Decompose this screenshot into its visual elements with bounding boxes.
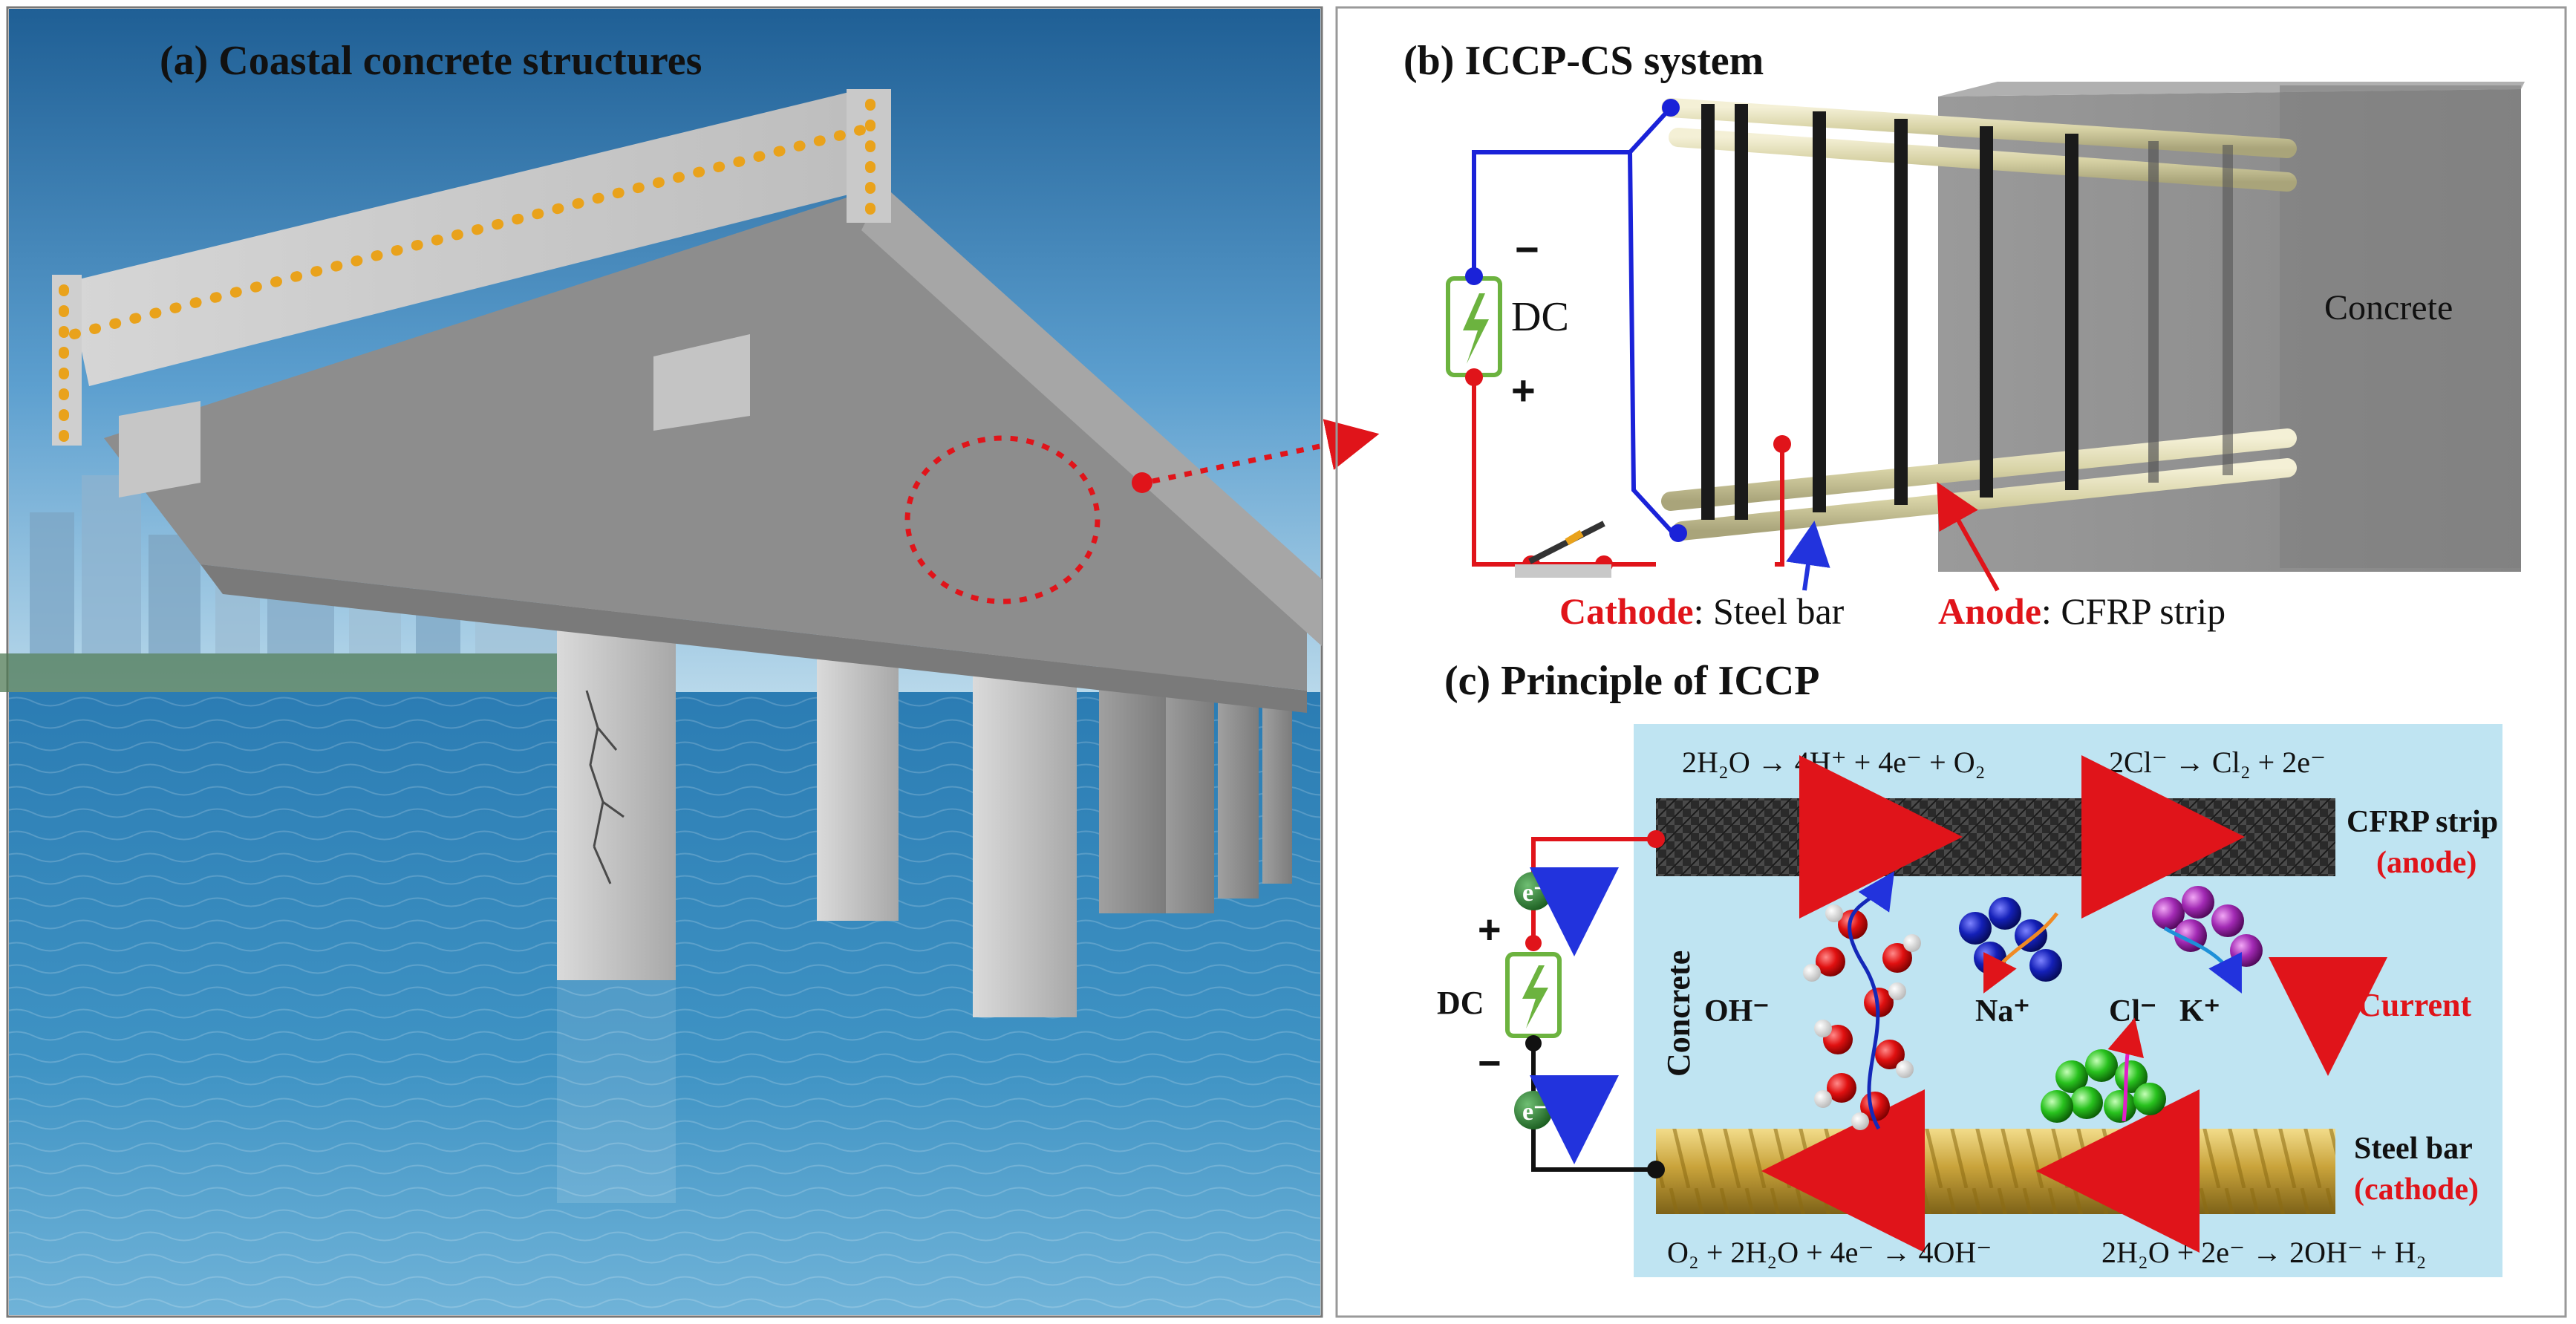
- pier-reflection: [557, 980, 676, 1203]
- cfrp-label: CFRP strip: [2347, 805, 2498, 839]
- positive-node-1: [1465, 368, 1483, 386]
- rebar-cage: [1661, 98, 2297, 541]
- electron-top-label: e⁻: [1522, 879, 1547, 907]
- anode-rest: : CFRP strip: [2041, 590, 2226, 632]
- electron-top: e⁻: [1514, 872, 1553, 910]
- minus-sign: −: [1515, 226, 1539, 273]
- panel-c-title: (c) Principle of ICCP: [1444, 658, 1819, 704]
- zoom-callout-dot: [1132, 472, 1152, 493]
- panel-a-title: (a) Coastal concrete structures: [160, 38, 702, 84]
- pier-cracks: [585, 690, 625, 884]
- cathode-caption: Cathode: Steel bar: [1559, 590, 1845, 632]
- panel-c-principle-of-iccp: (c) Principle of ICCP 2H₂O → 4H⁺ + 4e⁻ +…: [1437, 658, 2502, 1277]
- pier-far-4: [1218, 676, 1259, 899]
- k-label: K⁺: [2179, 994, 2220, 1028]
- dc-label: DC: [1511, 294, 1569, 340]
- panel-b-iccp-cs-system: (b) ICCP-CS system Concrete DC − +: [1335, 6, 2567, 1318]
- positive-wire-2: [1775, 446, 1784, 567]
- cfrp-strip: [1656, 798, 2335, 876]
- positive-node-2: [1773, 435, 1791, 453]
- panel-b-title: (b) ICCP-CS system: [1403, 38, 1764, 84]
- electron-bottom: e⁻: [1514, 1091, 1553, 1129]
- electron-bottom-label: e⁻: [1522, 1098, 1547, 1126]
- steel-bar-pointer: [1786, 521, 1830, 591]
- negative-node-3: [1669, 524, 1687, 542]
- pier-far-5: [1262, 691, 1292, 884]
- anode-reaction-1: 2H₂O → 4H⁺ + 4e⁻ + O₂: [1682, 746, 1986, 779]
- steel-bar-top-1: [1661, 98, 2297, 158]
- current-label: Current: [2358, 987, 2472, 1023]
- deck-side-right: [861, 186, 1322, 646]
- anode-paren: (anode): [2376, 846, 2476, 880]
- steel-label: Steel bar: [2354, 1132, 2473, 1166]
- dc-label-c: DC: [1437, 985, 1484, 1021]
- panel-b-frame: [1335, 6, 2567, 1318]
- positive-wire: [1472, 375, 1656, 567]
- deck-top-lip: [67, 89, 884, 386]
- lightning-icon-c: [1522, 965, 1548, 1028]
- negative-node-2: [1662, 99, 1680, 117]
- plus-sign-c: +: [1478, 907, 1501, 952]
- cl-label: Cl⁻: [2109, 994, 2156, 1028]
- chloride-ions: [2041, 1017, 2166, 1123]
- circuit-positive-node-2: [1525, 935, 1542, 951]
- hydroxide-ions: [1803, 871, 1921, 1130]
- cfrp-pointer: [1937, 482, 2000, 592]
- lightning-icon: [1463, 293, 1489, 364]
- bridge-deck: [52, 89, 1322, 713]
- anode-word: Anode: [1938, 590, 2041, 632]
- cathode-paren-text: (cathode): [2354, 1173, 2479, 1207]
- concrete-vertical-label: Concrete: [1660, 950, 1697, 1077]
- switch-icon: [1515, 521, 1611, 578]
- deck-underside-band: [200, 564, 1307, 713]
- na-label: Na⁺: [1975, 994, 2030, 1028]
- circuit-positive-node: [1647, 830, 1665, 848]
- negative-wire: [1472, 105, 1677, 537]
- minus-sign-c: −: [1478, 1041, 1501, 1086]
- deck-underside: [104, 186, 1307, 691]
- plus-sign: +: [1511, 367, 1536, 414]
- cathode-paren: (cathode): [2354, 1173, 2479, 1207]
- circuit-negative-node-2: [1647, 1161, 1665, 1178]
- deck-block-left: [119, 401, 200, 498]
- steel-bar-bottom-1: [1661, 428, 2297, 511]
- panel-a-coastal-structures: (a) Coastal concrete structures: [0, 6, 1380, 1318]
- cathode-rest: : Steel bar: [1694, 590, 1845, 632]
- anode-caption: Anode: CFRP strip: [1938, 590, 2226, 632]
- potassium-ions: [2152, 886, 2263, 994]
- anode-paren-text: (anode): [2376, 846, 2476, 880]
- deck-post-left: [52, 275, 82, 446]
- concrete-block-edge: [2280, 85, 2521, 568]
- deck-block: [653, 334, 750, 431]
- circuit-negative-node: [1525, 1035, 1542, 1051]
- negative-node-1: [1465, 267, 1483, 285]
- sodium-ions: [1959, 897, 2062, 994]
- cathode-word: Cathode: [1559, 590, 1694, 632]
- zoom-callout-circle: [904, 435, 1100, 604]
- anode-reaction-2: 2Cl⁻ → Cl₂ + 2e⁻: [2109, 746, 2326, 779]
- deck-post-right: [847, 89, 891, 223]
- concrete-label: Concrete: [2324, 288, 2453, 327]
- oh-label: OH⁻: [1704, 994, 1770, 1028]
- cathode-reaction-1: O₂ + 2H₂O + 4e⁻ → 4OH⁻: [1667, 1236, 1992, 1269]
- zoom-callout-arrow: [1152, 419, 1380, 484]
- cathode-reaction-2: 2H₂O + 2e⁻ → 2OH⁻ + H₂: [2101, 1236, 2426, 1269]
- pier-near: [557, 579, 676, 980]
- steel-bar-ribs: [1656, 1129, 2335, 1214]
